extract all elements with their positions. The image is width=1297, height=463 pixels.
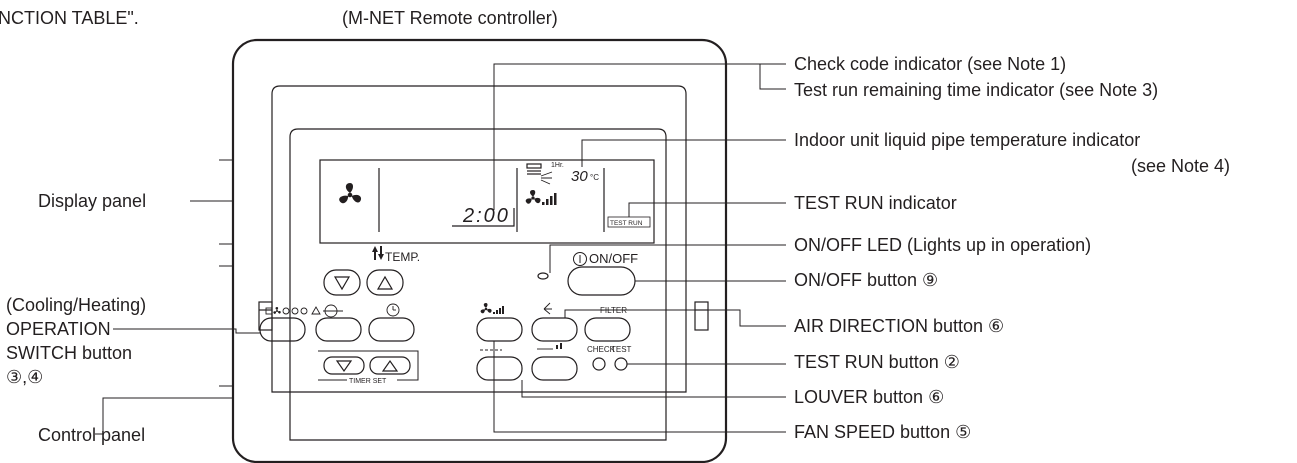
callout-check-code: Check code indicator (see Note 1) xyxy=(794,54,1067,74)
label-operation-switch-4: ③,④ xyxy=(6,367,44,387)
lcd-temp-text: 30 xyxy=(571,168,588,185)
timer-up-button[interactable] xyxy=(369,356,411,375)
callout-onoff-button: ON/OFF button ⑨ xyxy=(794,270,939,290)
lcd-1hr-text: 1Hr. xyxy=(551,162,564,169)
callout-test-run-indicator: TEST RUN indicator xyxy=(794,193,957,213)
vane-button[interactable] xyxy=(531,356,578,381)
controller-outer-body xyxy=(231,38,728,463)
label-control-panel: Control panel xyxy=(38,425,146,445)
lcd-temp-unit: °C xyxy=(590,173,599,182)
inner-frame xyxy=(289,128,667,441)
temp-up-button[interactable] xyxy=(366,269,404,296)
upper-frame xyxy=(271,85,687,393)
mode-fan-icon xyxy=(273,307,281,314)
left-slot xyxy=(258,301,273,331)
callout-onoff-led: ON/OFF LED (Lights up in operation) xyxy=(794,235,1092,255)
lcd-fan-icon xyxy=(339,183,362,204)
temp-up-icon xyxy=(376,275,394,290)
callout-test-run-time: Test run remaining time indicator (see N… xyxy=(794,80,1159,100)
louver-button[interactable] xyxy=(476,356,523,381)
timer-down-icon xyxy=(335,360,353,373)
filter-button[interactable] xyxy=(584,317,631,342)
callout-louver: LOUVER button ⑥ xyxy=(794,387,945,407)
onoff-button[interactable] xyxy=(567,266,636,296)
timer-icon xyxy=(324,304,338,318)
callout-liquid-pipe-note: (see Note 4) xyxy=(1131,156,1231,176)
fan-speed-button[interactable] xyxy=(476,317,523,342)
timer-clock-button[interactable] xyxy=(368,317,415,342)
lcd-time-underline xyxy=(452,208,515,227)
timer-set-label: TIMER SET xyxy=(349,378,387,385)
check-label: CHECK xyxy=(587,345,616,354)
temp-down-button[interactable] xyxy=(323,269,361,296)
power-icon xyxy=(573,252,587,266)
lcd-time-text: 2:00 xyxy=(462,205,510,227)
check-button[interactable] xyxy=(592,357,606,371)
label-operation-switch-2: OPERATION xyxy=(6,319,111,339)
test-button[interactable] xyxy=(614,357,628,371)
lcd-test-run-text: TEST RUN xyxy=(610,220,643,227)
temp-down-icon xyxy=(333,276,351,291)
callout-test-run-button: TEST RUN button ② xyxy=(794,352,960,372)
leader-lines xyxy=(95,63,786,435)
timer-set-bracket xyxy=(318,350,419,381)
lcd-air-direction-icon xyxy=(540,171,553,185)
cut-header-text: NCTION TABLE". xyxy=(0,8,139,28)
right-slot xyxy=(694,301,709,331)
air-direction-button[interactable] xyxy=(531,317,578,342)
air-direction-icon xyxy=(543,302,552,315)
timer-cancel-button[interactable] xyxy=(315,317,362,342)
timer-down-button[interactable] xyxy=(323,356,365,375)
lcd-display xyxy=(319,159,655,244)
diagram-subtitle: (M-NET Remote controller) xyxy=(342,8,558,28)
timer-up-icon xyxy=(381,359,399,372)
label-operation-switch-1: (Cooling/Heating) xyxy=(6,295,147,315)
lcd-fan-speed-icon xyxy=(525,190,557,205)
onoff-led xyxy=(537,272,549,280)
callout-fan-speed: FAN SPEED button ⑤ xyxy=(794,422,972,442)
temp-label: TEMP. xyxy=(385,250,420,264)
clock-icon xyxy=(386,303,400,317)
label-display-panel: Display panel xyxy=(38,191,147,211)
test-label: TEST xyxy=(611,345,632,354)
onoff-label: ON/OFF xyxy=(589,251,638,266)
callout-liquid-pipe: Indoor unit liquid pipe temperature indi… xyxy=(794,130,1141,150)
temp-icon xyxy=(372,246,378,252)
label-operation-switch-3: SWITCH button xyxy=(6,343,133,363)
operation-switch-button[interactable] xyxy=(259,317,306,342)
mode-cool-icon xyxy=(265,307,273,315)
callout-air-direction: AIR DIRECTION button ⑥ xyxy=(794,316,1005,336)
fan-speed-icon xyxy=(480,303,504,314)
mode-dry-icon xyxy=(282,307,290,315)
